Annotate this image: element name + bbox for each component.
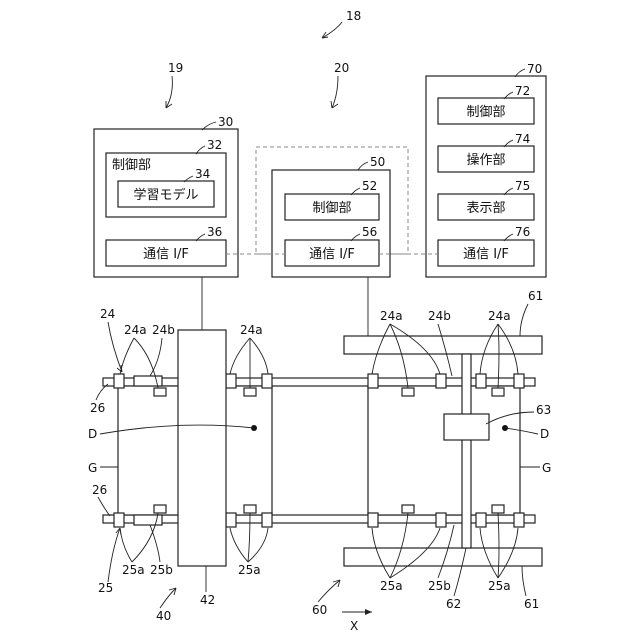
ref-60: 60 (312, 603, 327, 617)
ref-25a-3: 25a (380, 579, 403, 593)
ref-26-top: 26 (90, 401, 105, 415)
column-42 (178, 330, 226, 566)
clamp-24b (134, 376, 162, 386)
ref-76: 76 (515, 225, 530, 239)
ref-G-right: G (542, 461, 551, 475)
ref-62: 62 (446, 597, 461, 611)
clamp-25a (402, 505, 414, 513)
clamp-25a (154, 505, 166, 513)
leader-25 (108, 528, 120, 582)
ref-32: 32 (207, 138, 222, 152)
leader-61-bottom (522, 566, 526, 596)
leader-24b-1 (150, 338, 162, 376)
clamp-24a (368, 374, 378, 388)
ref-24: 24 (100, 307, 115, 321)
clamp-25a (368, 513, 378, 527)
ref-24a-1: 24a (124, 323, 147, 337)
head-63 (444, 414, 489, 440)
ref-D-left: D (88, 427, 97, 441)
ref-25a-2: 25a (238, 563, 261, 577)
ref-70: 70 (527, 62, 542, 76)
clamp-24a (244, 388, 256, 396)
clamp-25a (226, 513, 236, 527)
ref-24a-3: 24a (380, 309, 403, 323)
glass-G-right (368, 386, 520, 515)
clamp-25a (492, 505, 504, 513)
leader-18 (322, 22, 342, 38)
clamp-24a (476, 374, 486, 388)
ref-24a-4: 24a (488, 309, 511, 323)
ref-25b-2: 25b (428, 579, 451, 593)
clamp-24a (514, 374, 524, 388)
display-unit-75-label: 表示部 (466, 201, 505, 216)
ref-25: 25 (98, 581, 113, 595)
ref-24b-2: 24b (428, 309, 451, 323)
ref-24a-2: 24a (240, 323, 263, 337)
ref-56: 56 (362, 225, 377, 239)
clamp-24a (154, 388, 166, 396)
ref-34: 34 (195, 167, 210, 181)
clamp-24a (262, 374, 272, 388)
ref-72: 72 (515, 84, 530, 98)
ref-61-bottom: 61 (524, 597, 539, 611)
x-direction-arrowhead (365, 609, 372, 615)
leader-20 (332, 76, 338, 108)
clamp-25a (436, 513, 446, 527)
ref-26-bottom: 26 (92, 483, 107, 497)
ref-25a-1: 25a (122, 563, 145, 577)
clamp-24a (436, 374, 446, 388)
leader-60 (318, 580, 340, 602)
clamp-25a (476, 513, 486, 527)
clamp-25a (114, 513, 124, 527)
clamp-25a (244, 505, 256, 513)
leader-40 (160, 588, 176, 608)
leader-25b-1 (150, 525, 160, 562)
ref-75: 75 (515, 179, 530, 193)
ref-30: 30 (218, 115, 233, 129)
control-unit-52-label: 制御部 (312, 201, 351, 216)
ref-25b-1: 25b (150, 563, 173, 577)
ref-50: 50 (370, 155, 385, 169)
comm-if-36-label: 通信 I/F (143, 247, 189, 262)
ref-25a-4: 25a (488, 579, 511, 593)
ref-X: X (350, 619, 358, 633)
beam-61-top (344, 336, 542, 354)
ref-20: 20 (334, 61, 349, 75)
ref-D-right: D (540, 427, 549, 441)
operation-unit-74-label: 操作部 (466, 152, 505, 168)
clamp-25a (514, 513, 524, 527)
comm-if-76-label: 通信 I/F (463, 247, 509, 262)
leader-61-top (520, 304, 528, 336)
ref-36: 36 (207, 225, 222, 239)
ref-19: 19 (168, 61, 183, 75)
control-unit-72-label: 制御部 (466, 105, 505, 120)
ref-42: 42 (200, 593, 215, 607)
leader-50 (358, 162, 368, 170)
ref-G-left: G (88, 461, 97, 475)
clamp-24a (226, 374, 236, 388)
ref-61-top: 61 (528, 289, 543, 303)
ref-24b-1: 24b (152, 323, 175, 337)
leader-24 (108, 322, 122, 372)
ref-18: 18 (346, 9, 361, 23)
ref-40: 40 (156, 609, 171, 623)
leader-19 (166, 76, 172, 108)
ref-52: 52 (362, 179, 377, 193)
comm-if-56-label: 通信 I/F (309, 247, 355, 262)
clamp-25a (262, 513, 272, 527)
clamp-24a (492, 388, 504, 396)
ref-74: 74 (515, 132, 530, 146)
leader-26-bottom (98, 497, 110, 516)
ref-63: 63 (536, 403, 551, 417)
control-unit-32-label: 制御部 (112, 158, 151, 173)
clamp-24a (402, 388, 414, 396)
learning-model-34-label: 学習モデル (133, 187, 198, 203)
post-62 (462, 354, 471, 548)
clamp-24a (114, 374, 124, 388)
